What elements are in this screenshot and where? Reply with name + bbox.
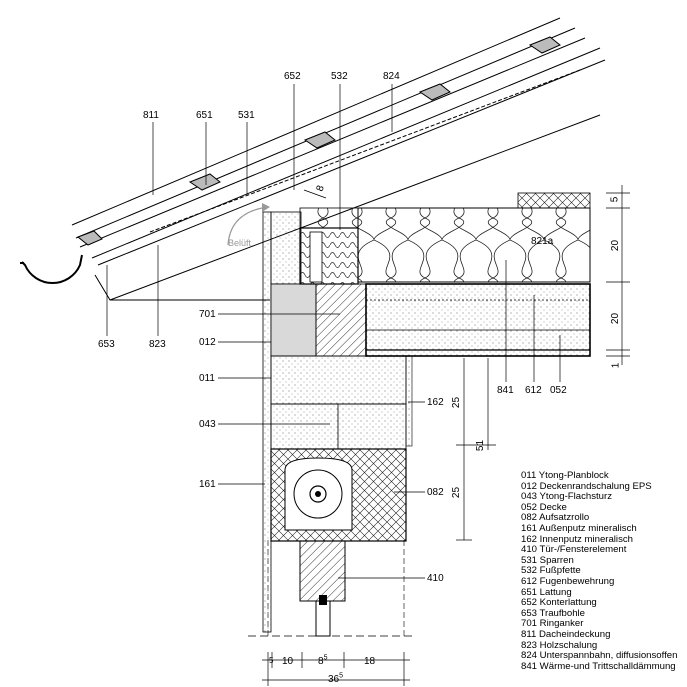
legend-item: 410 Tür-/Fensterelement — [521, 544, 627, 556]
interior-plaster — [405, 355, 413, 447]
dim-right-5: 5 — [609, 196, 621, 203]
ring-beam — [315, 283, 367, 357]
legend-item: 811 Dacheindeckung — [521, 628, 611, 640]
purlin — [299, 227, 359, 285]
legend-item: 052 Decke — [521, 501, 567, 513]
label-012: 012 — [199, 337, 216, 348]
legend-item: 841 Wärme-und Trittschalldämmung — [521, 660, 676, 672]
label-161: 161 — [199, 479, 216, 490]
bottom-dimension-chain — [262, 652, 410, 686]
label-043: 043 — [199, 419, 216, 430]
dim-b10: 10 — [282, 656, 294, 667]
legend-item: 823 Holzschalung — [521, 639, 598, 651]
label-653: 653 — [98, 339, 115, 350]
legend-item: 651 Lattung — [521, 586, 572, 598]
legend-item: 532 Fußpfette — [521, 565, 581, 577]
dim-b36: 365 — [328, 672, 344, 685]
legend-item: 612 Fugenbewehrung — [521, 575, 615, 587]
label-701: 701 — [199, 309, 216, 320]
gutter — [21, 254, 83, 285]
legend-item: 531 Sparren — [521, 554, 574, 566]
legend: 011 Ytong-Planblock 012 Deckenrandschalu… — [521, 470, 678, 672]
ventilation-arrow — [227, 207, 263, 246]
ytong-block — [270, 355, 407, 405]
legend-item: 701 Ringanker — [521, 618, 584, 630]
label-821a: 821a — [531, 236, 554, 247]
dim-b5: 5 — [269, 656, 274, 665]
label-082: 082 — [427, 487, 444, 498]
label-651: 651 — [196, 110, 213, 121]
dim-b8: 85 — [318, 654, 328, 667]
dim-b18: 18 — [364, 656, 376, 667]
ceiling-slab — [365, 283, 591, 357]
dim-right-20b: 20 — [610, 312, 622, 325]
edge-formwork-eps — [270, 283, 317, 357]
wall-top-block — [270, 211, 302, 285]
label-824: 824 — [383, 71, 400, 82]
label-531: 531 — [238, 110, 255, 121]
label-532: 532 — [331, 71, 348, 82]
legend-item: 824 Unterspannbahn, diffusionsoffen — [521, 650, 678, 662]
legend-item: 011 Ytong-Planblock — [521, 470, 609, 481]
dim-v25a: 25 — [451, 396, 463, 409]
label-841: 841 — [497, 385, 514, 396]
label-052: 052 — [550, 385, 567, 396]
label-612: 612 — [525, 385, 542, 396]
legend-item: 082 Aufsatzrollo — [521, 512, 590, 524]
dim-v51: 51 — [475, 439, 487, 452]
label-belueft: Belüft. — [228, 238, 254, 248]
window-frame — [299, 540, 346, 602]
label-011: 011 — [199, 373, 215, 384]
label-652: 652 — [284, 71, 301, 82]
legend-item: 012 Deckenrandschalung EPS — [521, 480, 652, 492]
label-410: 410 — [427, 573, 444, 584]
leader-lines — [106, 84, 561, 579]
ytong-lintel — [270, 403, 407, 450]
exterior-plaster — [262, 211, 272, 633]
opening-dimension-chain — [456, 358, 496, 541]
legend-item: 161 Außenputz mineralisch — [521, 522, 637, 534]
label-162: 162 — [427, 397, 444, 408]
insulation-841 — [357, 207, 591, 283]
legend-item: 043 Ytong-Flachsturz — [521, 491, 613, 503]
legend-item: 653 Traufbohle — [521, 607, 586, 619]
right-dimension-chain — [606, 185, 630, 365]
dim-right-20a: 20 — [610, 239, 622, 252]
legend-item: 652 Konterlattung — [521, 597, 597, 609]
label-811: 811 — [143, 110, 159, 121]
legend-item: 162 Innenputz mineralisch — [521, 533, 633, 545]
label-823: 823 — [149, 339, 166, 350]
roof-covering — [71, 17, 606, 301]
dim-right-1: 1 — [610, 362, 622, 369]
dim-v25b: 25 — [451, 486, 463, 499]
